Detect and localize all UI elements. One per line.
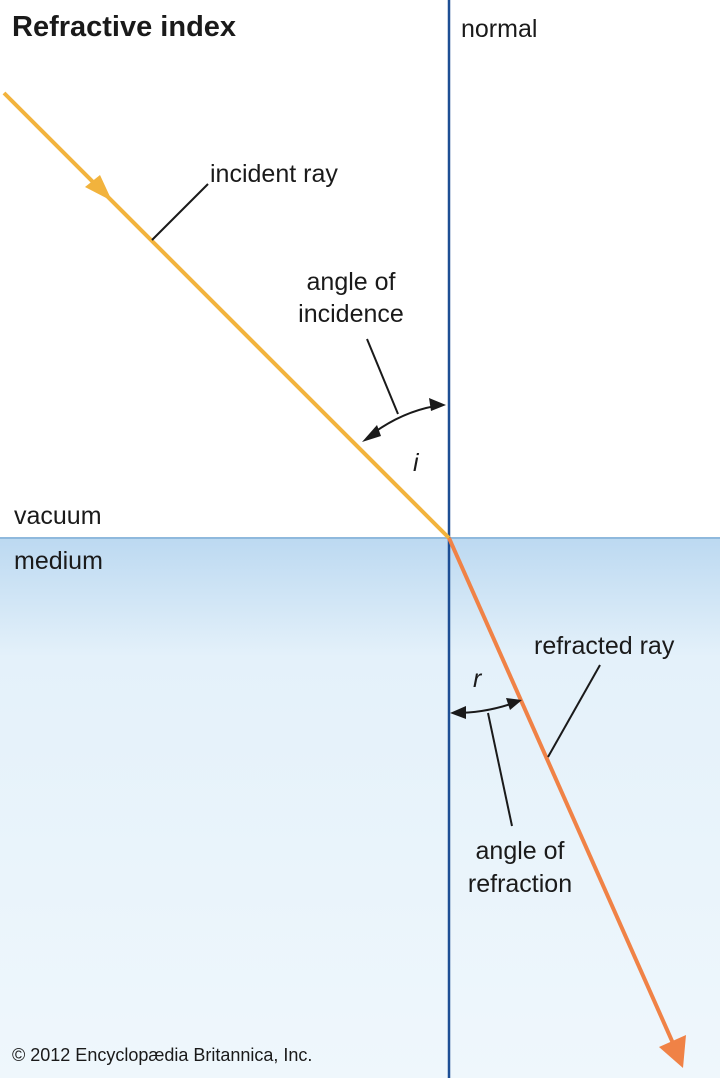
copyright-notice: © 2012 Encyclopædia Britannica, Inc. — [12, 1045, 312, 1065]
angle-of-refraction-leader — [487, 712, 513, 827]
angle-of-refraction-arrowhead-right — [506, 698, 522, 710]
normal-label: normal — [461, 15, 537, 43]
angle-of-incidence-arrowhead-right — [429, 398, 446, 411]
medium-label: medium — [14, 547, 103, 575]
refracted-ray-arrowhead — [659, 1035, 686, 1068]
incident-ray-label: incident ray — [210, 160, 338, 188]
medium-region — [0, 538, 720, 1078]
refracted-ray-label: refracted ray — [534, 632, 675, 660]
angle-of-incidence-label-line1: angle of — [307, 268, 396, 296]
angle-i-symbol: i — [413, 449, 420, 477]
angle-of-incidence-arrowhead-left — [362, 425, 381, 442]
angle-of-refraction-label-line1: angle of — [476, 837, 565, 865]
angle-of-refraction-label-line2: refraction — [468, 870, 572, 898]
angle-of-incidence-leader — [366, 338, 399, 415]
incident-ray — [2, 91, 451, 540]
refracted-ray — [447, 537, 678, 1051]
diagram-title: Refractive index — [12, 11, 236, 43]
refracted-ray-leader — [547, 664, 601, 758]
vacuum-label: vacuum — [14, 502, 102, 530]
incident-ray-leader — [151, 183, 209, 241]
angle-r-symbol: r — [473, 665, 483, 693]
angle-of-refraction-arrowhead-left — [450, 706, 466, 719]
angle-of-incidence-label-line2: incidence — [298, 300, 404, 328]
incident-ray-arrowhead — [85, 175, 112, 201]
